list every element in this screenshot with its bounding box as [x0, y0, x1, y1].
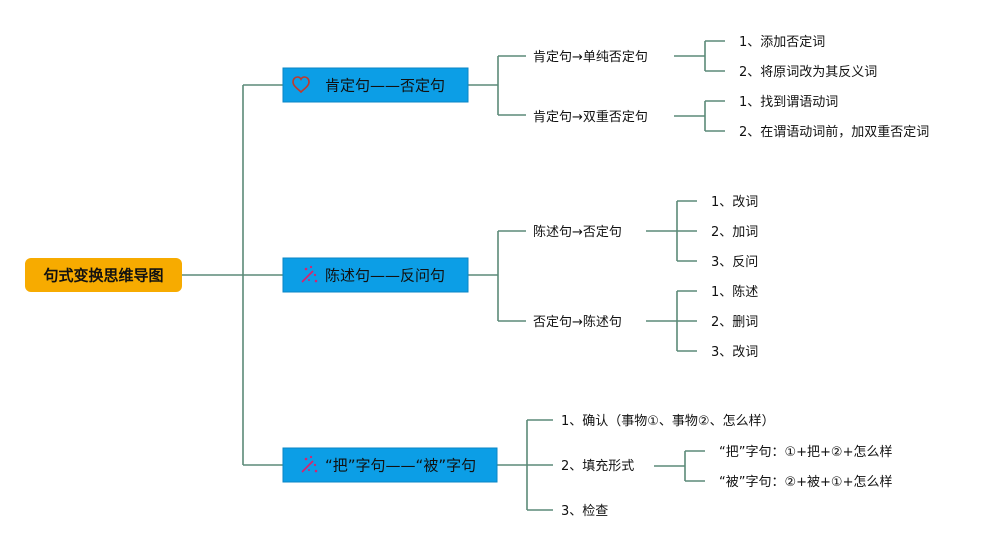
sparkle-icon: [301, 265, 318, 283]
leaf-item[interactable]: 1、添加否定词: [739, 35, 825, 50]
leaf-item[interactable]: “被”字句：②+被+①+怎么样: [719, 475, 892, 490]
branch-node-2[interactable]: 陈述句——反问句: [282, 257, 469, 293]
leaf-item[interactable]: 2、将原词改为其反义词: [739, 65, 877, 80]
branch-1-label: 肯定句——否定句: [325, 77, 445, 95]
subnode-label[interactable]: 陈述句→否定句: [533, 224, 622, 240]
connector-b3-c2: [654, 450, 705, 482]
leaf-item[interactable]: 2、删词: [711, 315, 758, 330]
branch-node-1[interactable]: 肯定句——否定句: [282, 67, 469, 103]
connector-b1-c1: [674, 40, 725, 72]
subnode-label[interactable]: 否定句→陈述句: [533, 314, 622, 330]
connector-branch-2: [468, 230, 526, 322]
leaf-item[interactable]: 2、加词: [711, 225, 758, 240]
connector-root: [182, 84, 283, 466]
leaf-item[interactable]: 1、改词: [711, 195, 758, 210]
connector-branch-1: [468, 55, 526, 116]
subnode-label[interactable]: 1、确认（事物①、事物②、怎么样）: [561, 414, 775, 429]
root-node[interactable]: 句式变换思维导图: [25, 258, 182, 292]
subnode-label[interactable]: 2、填充形式: [561, 458, 634, 474]
leaf-item[interactable]: 1、陈述: [711, 284, 758, 300]
leaf-item[interactable]: “把”字句：①+把+②+怎么样: [719, 445, 892, 460]
leaf-item[interactable]: 3、改词: [711, 345, 758, 360]
subnode-label[interactable]: 肯定句→双重否定句: [533, 109, 648, 125]
leaf-item[interactable]: 3、反问: [711, 255, 758, 270]
subnode-label[interactable]: 肯定句→单纯否定句: [533, 50, 648, 65]
connector-b2-c2: [646, 290, 697, 352]
connector-b1-c2: [674, 100, 725, 132]
connector-branch-3: [497, 419, 553, 511]
branch-node-3[interactable]: “把”字句——“被”字句: [282, 447, 498, 483]
root-label: 句式变换思维导图: [43, 267, 163, 285]
sparkle-icon: [301, 455, 318, 473]
leaf-item[interactable]: 2、在谓语动词前，加双重否定词: [739, 124, 929, 140]
branch-2-label: 陈述句——反问句: [325, 267, 445, 285]
branch-3-label: “把”字句——“被”字句: [325, 457, 476, 475]
leaf-item[interactable]: 1、找到谓语动词: [739, 95, 838, 110]
heart-icon: [292, 76, 310, 94]
connector-b2-c1: [646, 200, 697, 262]
subnode-label[interactable]: 3、检查: [561, 504, 608, 519]
